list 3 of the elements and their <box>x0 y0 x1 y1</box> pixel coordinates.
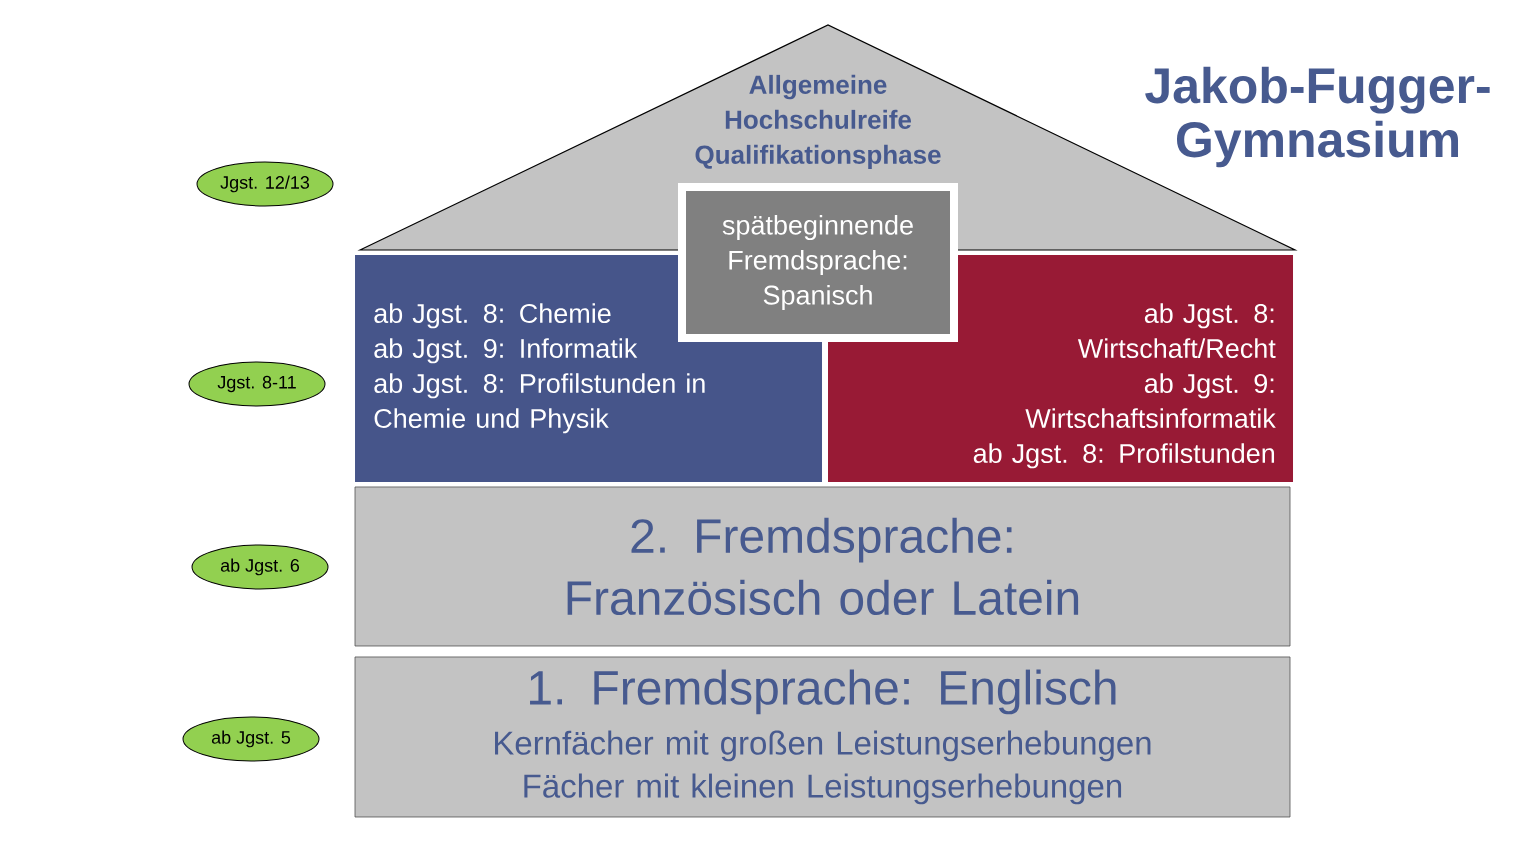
layer-box: 2. Fremdsprache: Französisch oder Latein <box>354 486 1291 647</box>
inset-box: spätbeginnende Fremdsprache: Spanisch <box>678 183 958 342</box>
layer-box: 1. Fremdsprache: Englisch Kernfächer mit großen Leistungserhebungen Fächer mit kleinen Leistungserhebungen <box>354 656 1291 818</box>
